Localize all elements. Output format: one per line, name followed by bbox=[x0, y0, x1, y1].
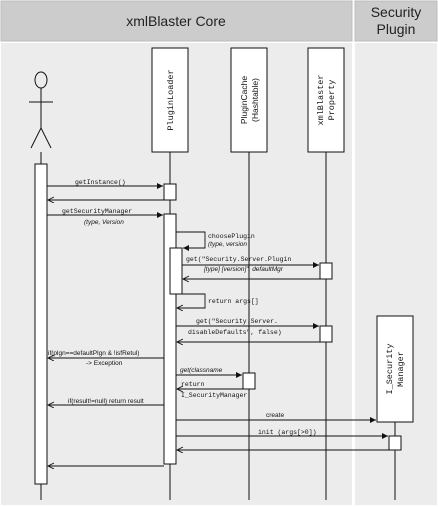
msg-get-disable-label-2: disableDefaults", false) bbox=[188, 329, 282, 336]
msg-if-plgn-label: if(plgn==defaultPlgn & !isfRetul) bbox=[48, 350, 139, 357]
loader-activation-1 bbox=[163, 183, 177, 201]
msg-init-label: init (args[>0]) bbox=[258, 429, 317, 436]
msg-get-classname-label: get(classname bbox=[180, 367, 223, 374]
msg-get-instance-label: getInstance() bbox=[75, 179, 126, 186]
actor-activation bbox=[34, 163, 48, 485]
msg-return-args-arrow bbox=[177, 293, 206, 308]
msg-exception-label: -> Exception bbox=[86, 360, 123, 367]
loader-label: PluginLoader bbox=[166, 69, 176, 130]
prop-activation-1 bbox=[319, 262, 333, 280]
sec-box: I_Security Manager bbox=[376, 315, 414, 423]
prop-activation-2 bbox=[319, 325, 333, 343]
msg-choose-plugin-label: choosePlugin bbox=[208, 233, 255, 240]
sec-label-line1: I_Security bbox=[385, 343, 395, 394]
loader-activation-3 bbox=[169, 247, 183, 295]
msg-return-args-label: return args[] bbox=[208, 298, 259, 305]
plugin-body-band bbox=[355, 43, 437, 505]
prop-label-line2: Property bbox=[327, 80, 337, 121]
msg-get-disable-label-1: get("Security.Server. bbox=[196, 318, 278, 325]
msg-type-version-label: (type, Version bbox=[84, 219, 124, 226]
msg-create-label: create bbox=[266, 412, 284, 419]
actor-figure bbox=[29, 71, 53, 149]
core-header-band bbox=[0, 0, 353, 42]
msg-get-plugin-label: get("Security.Server.Plugin bbox=[186, 256, 291, 263]
cache-label-line1: PluginCache bbox=[239, 76, 249, 124]
msg-get-plugin-args-label: [type] [version]", defaultMgr bbox=[203, 266, 284, 273]
plugin-title-line2: Plugin bbox=[377, 21, 416, 37]
plugin-header-band bbox=[354, 0, 438, 42]
msg-return-manager-label-2: I_SecurityManager bbox=[181, 392, 247, 399]
msg-return-manager-label-1: return bbox=[181, 381, 205, 388]
plugin-title-line1: Security bbox=[371, 4, 422, 20]
sec-activation bbox=[388, 435, 402, 451]
sec-label-line2: Manager bbox=[396, 351, 406, 387]
cache-box: PluginCache (Hashtable) bbox=[230, 47, 268, 153]
msg-get-security-manager-label: getSecurityManager bbox=[62, 208, 132, 215]
cache-activation bbox=[242, 372, 256, 390]
prop-label-line1: xmlBlaster bbox=[316, 74, 326, 125]
core-title: xmlBlaster Core bbox=[126, 13, 226, 29]
cache-label-line2: (Hashtable) bbox=[250, 78, 260, 122]
loader-box: PluginLoader bbox=[151, 47, 189, 153]
msg-return-result-label: if(result!=null) return result bbox=[68, 398, 144, 405]
msg-choose-plugin-args-label: (type, version bbox=[208, 241, 247, 248]
msg-choose-plugin-arrow bbox=[176, 231, 206, 251]
prop-box: xmlBlaster Property bbox=[307, 47, 345, 153]
